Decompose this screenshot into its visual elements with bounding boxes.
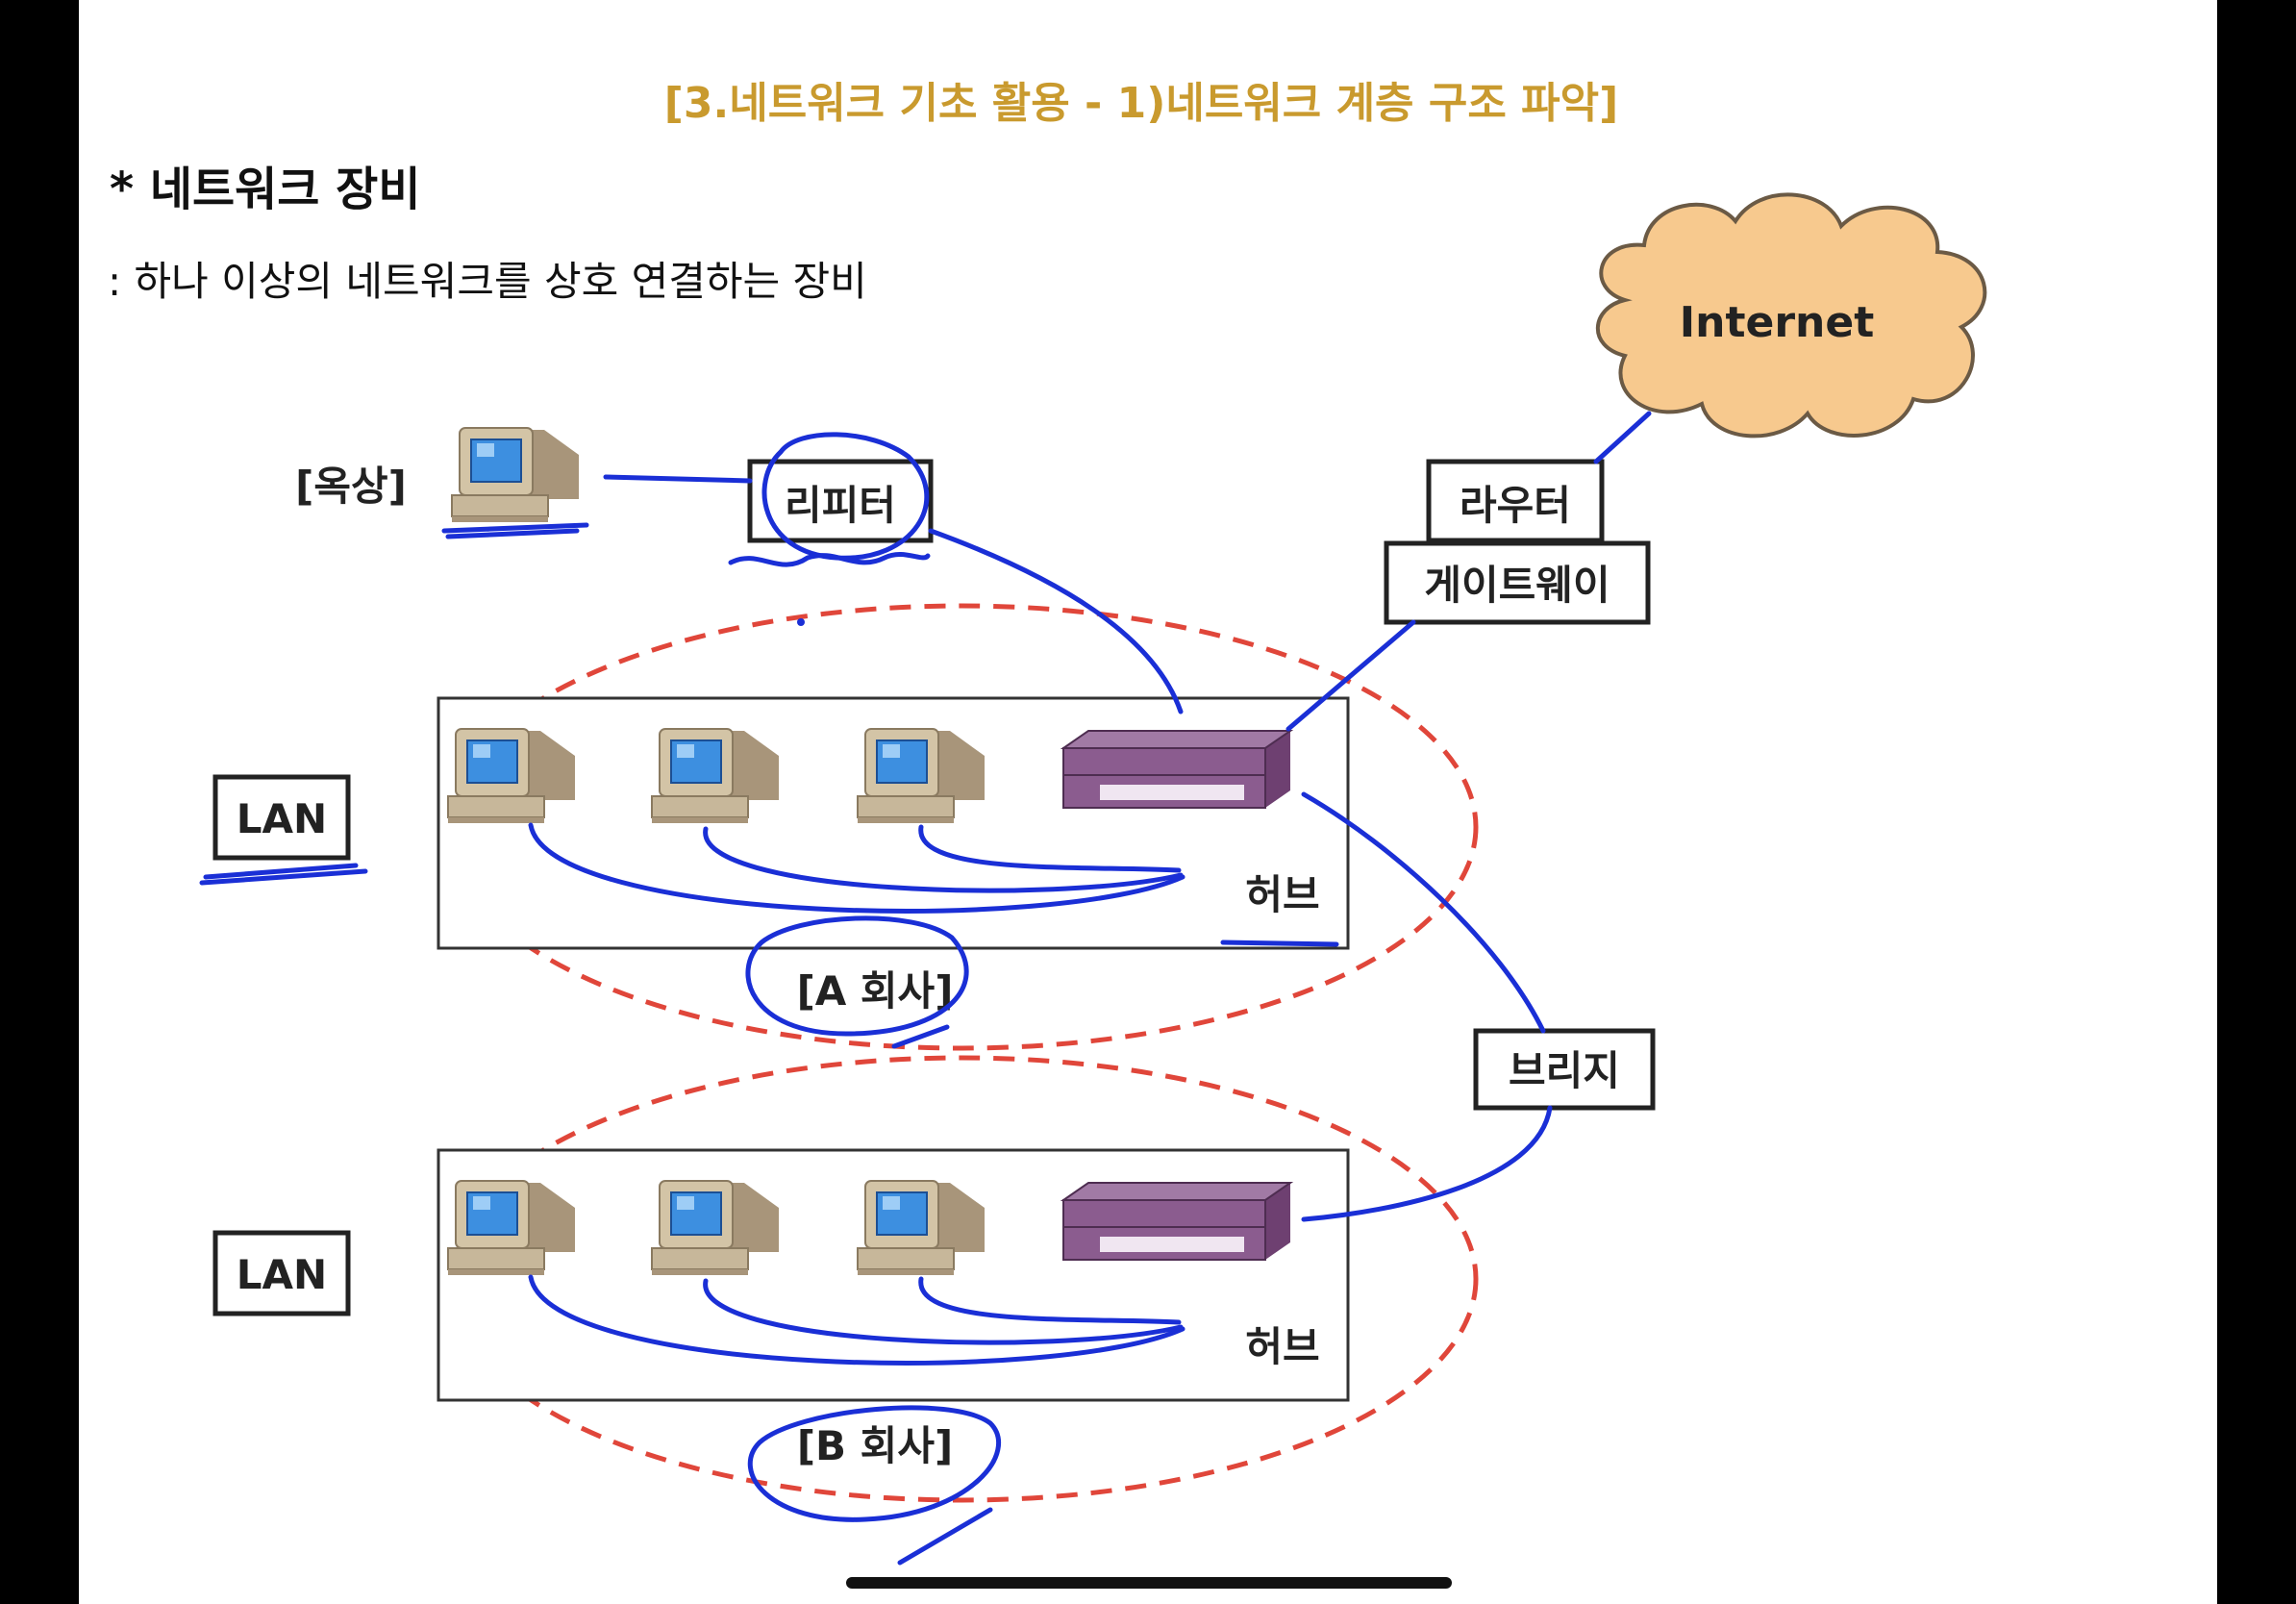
right-bezel <box>2217 0 2296 1604</box>
company-b-pc3-cable <box>918 1276 1182 1325</box>
hub-icon <box>1062 1182 1291 1261</box>
hub-a-label: 허브 <box>1245 871 1319 918</box>
rooftop-underline-annotation <box>441 522 589 539</box>
rooftop-to-repeater-line <box>603 474 753 484</box>
gateway-label: 게이트웨이 <box>1424 562 1610 609</box>
connection-lines <box>528 411 1652 1366</box>
repeater-label: 리피터 <box>785 482 896 529</box>
repeater-box <box>747 459 934 543</box>
company-b-circle-annotation <box>747 1405 1002 1522</box>
hub-a-to-bridge-line <box>1301 791 1546 1034</box>
repeater-circle-annotation <box>761 432 930 561</box>
repeater-underline-annotation <box>728 551 931 567</box>
bridge-label: 브리지 <box>1509 1047 1620 1094</box>
lan-b-boundary <box>444 1055 1479 1503</box>
repeater-to-hub-line <box>928 528 1184 714</box>
left-bezel <box>0 0 79 1604</box>
cloud-label: Internet <box>1680 298 1874 347</box>
section-heading: * 네트워크 장비 <box>110 163 420 216</box>
company-a-tail-annotation <box>891 1024 950 1049</box>
bridge-box <box>1473 1028 1656 1111</box>
lan-b-box <box>212 1230 351 1316</box>
company-b-tail-annotation <box>897 1507 993 1566</box>
bridge-to-hub-b-line <box>1301 1105 1553 1222</box>
router-label: 라우터 <box>1460 482 1571 529</box>
cloud-icon <box>1595 192 1987 439</box>
home-indicator[interactable] <box>846 1577 1452 1589</box>
hub-b-label: 허브 <box>1245 1323 1319 1370</box>
lan-a-box <box>212 774 351 861</box>
company-a-pc3-cable <box>918 824 1182 873</box>
router-box <box>1426 459 1605 543</box>
section-description: : 하나 이상의 네트워크를 상호 연결하는 장비 <box>108 258 867 305</box>
hub-underline-annotation <box>1220 940 1339 947</box>
company-b-pc2-cable <box>703 1278 1184 1345</box>
lan-a-label: LAN <box>237 795 327 842</box>
company-b-label: [B 회사] <box>797 1422 953 1469</box>
company-a-label: [A 회사] <box>797 967 954 1015</box>
hub-icon <box>1062 730 1291 809</box>
slide-header: [3.네트워크 기초 활용 - 1)네트워크 계층 구조 파악] <box>664 79 1618 128</box>
lan-a-boundary <box>444 603 1479 1051</box>
company-b-pc1-cable <box>528 1274 1185 1366</box>
cloud-to-router-line <box>1593 411 1652 464</box>
gateway-box <box>1384 540 1651 625</box>
annotation-dot <box>797 618 805 626</box>
company-a-pc2-cable <box>703 826 1184 893</box>
company-a-circle-annotation <box>745 915 969 1037</box>
company-a-pc1-cable <box>528 822 1185 914</box>
handwritten-annotations <box>199 432 1339 1566</box>
lan-underline-annotation <box>199 863 368 886</box>
rooftop-label: [옥상] <box>295 463 407 510</box>
lan-b-label: LAN <box>237 1251 327 1298</box>
gateway-to-hub-line <box>1285 619 1416 732</box>
